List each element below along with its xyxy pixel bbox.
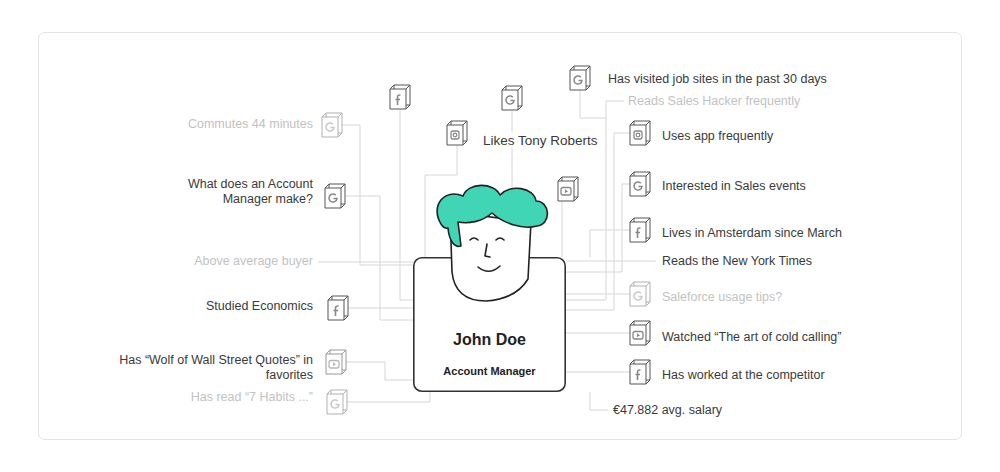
profile-card: John DoeAccount Manager <box>413 257 566 392</box>
profile-fact: Above average buyer <box>192 254 315 269</box>
profile-fact: Saleforce usage tips? <box>660 290 784 305</box>
profile-fact: Likes Tony Roberts <box>481 133 600 148</box>
frame <box>39 33 962 440</box>
profile-fact: Has read “7 Habits ...” <box>189 390 315 405</box>
profile-fact: Has worked at the competitor <box>660 368 827 383</box>
profile-fact: €47.882 avg. salary <box>611 403 724 418</box>
profile-fact: What does an Account Manager make? <box>171 177 315 207</box>
profile-fact: Reads Sales Hacker frequently <box>626 94 802 109</box>
profile-fact: Interested in Sales events <box>660 179 808 194</box>
profile-fact: Uses app frequently <box>660 129 775 144</box>
profile-fact: Lives in Amsterdam since March <box>660 226 844 241</box>
profile-fact: Studied Economics <box>204 299 315 314</box>
person-name: John Doe <box>453 330 526 350</box>
job-title: Account Manager <box>443 364 535 378</box>
person-illustration <box>413 257 423 267</box>
leader-lines <box>318 90 656 410</box>
profile-fact: Has visited job sites in the past 30 day… <box>606 72 829 87</box>
profile-fact: Watched “The art of cold calling” <box>660 330 843 345</box>
profile-fact: Reads the New York Times <box>660 254 814 269</box>
profile-fact: Commutes 44 minutes <box>186 117 315 132</box>
social-icons <box>322 66 650 414</box>
profile-fact: Has “Wolf of Wall Street Quotes” in favo… <box>116 353 315 383</box>
